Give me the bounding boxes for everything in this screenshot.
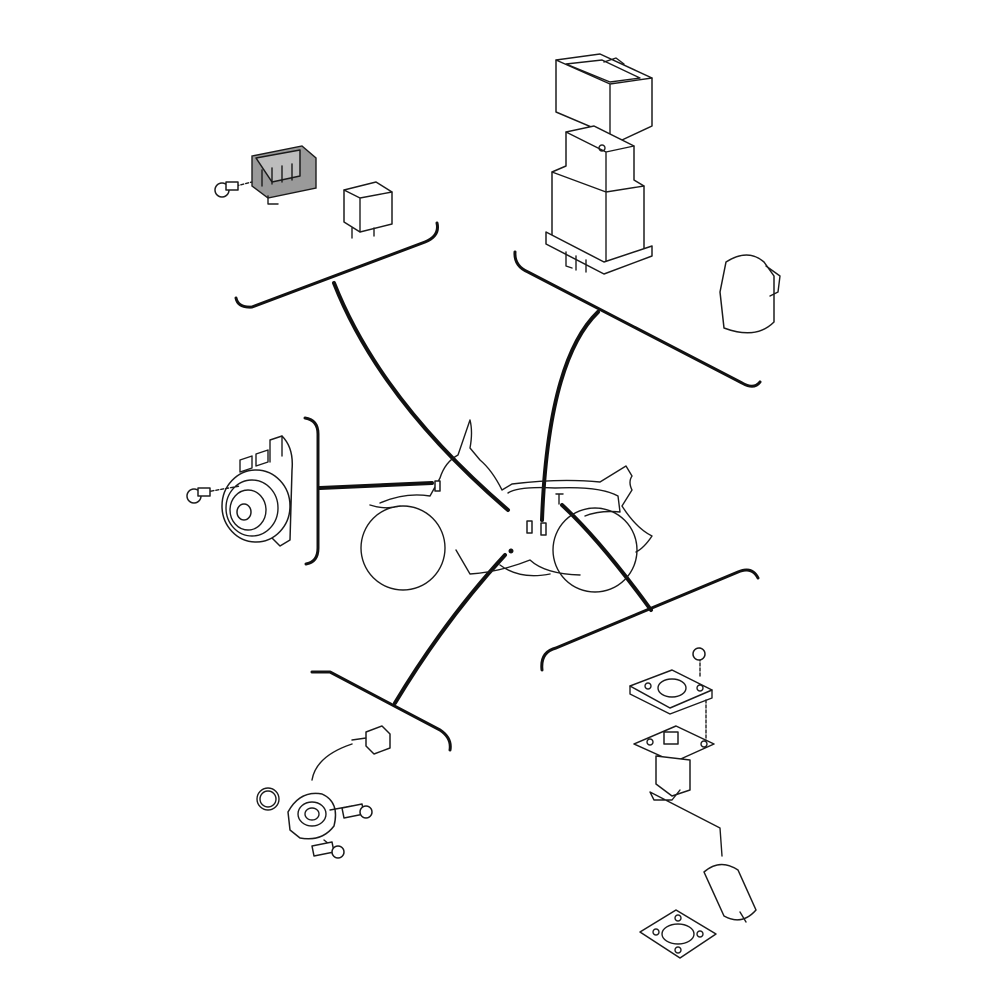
fuel-gauge-icon <box>629 647 757 959</box>
switch-icon <box>256 725 391 859</box>
bracket-left <box>303 416 320 566</box>
bracket-top-right <box>513 250 762 388</box>
bracket-bottom-right <box>540 568 760 672</box>
leader-bottom-right <box>560 503 653 612</box>
motorcycle-icon <box>360 419 653 593</box>
bracket-top-left <box>234 221 439 309</box>
leader-top-left <box>332 281 510 512</box>
leader-horn <box>318 481 434 490</box>
leader-bottom-left <box>393 553 507 705</box>
rectifier-icon <box>214 145 317 205</box>
cover-box-icon <box>555 53 653 141</box>
bracket-bottom-left <box>310 670 452 752</box>
rubber-cap-icon <box>719 254 781 334</box>
horn-icon <box>186 435 294 547</box>
relay-icon <box>343 181 393 239</box>
leader-top-right <box>540 310 600 522</box>
cdi-unit-icon <box>545 125 653 275</box>
